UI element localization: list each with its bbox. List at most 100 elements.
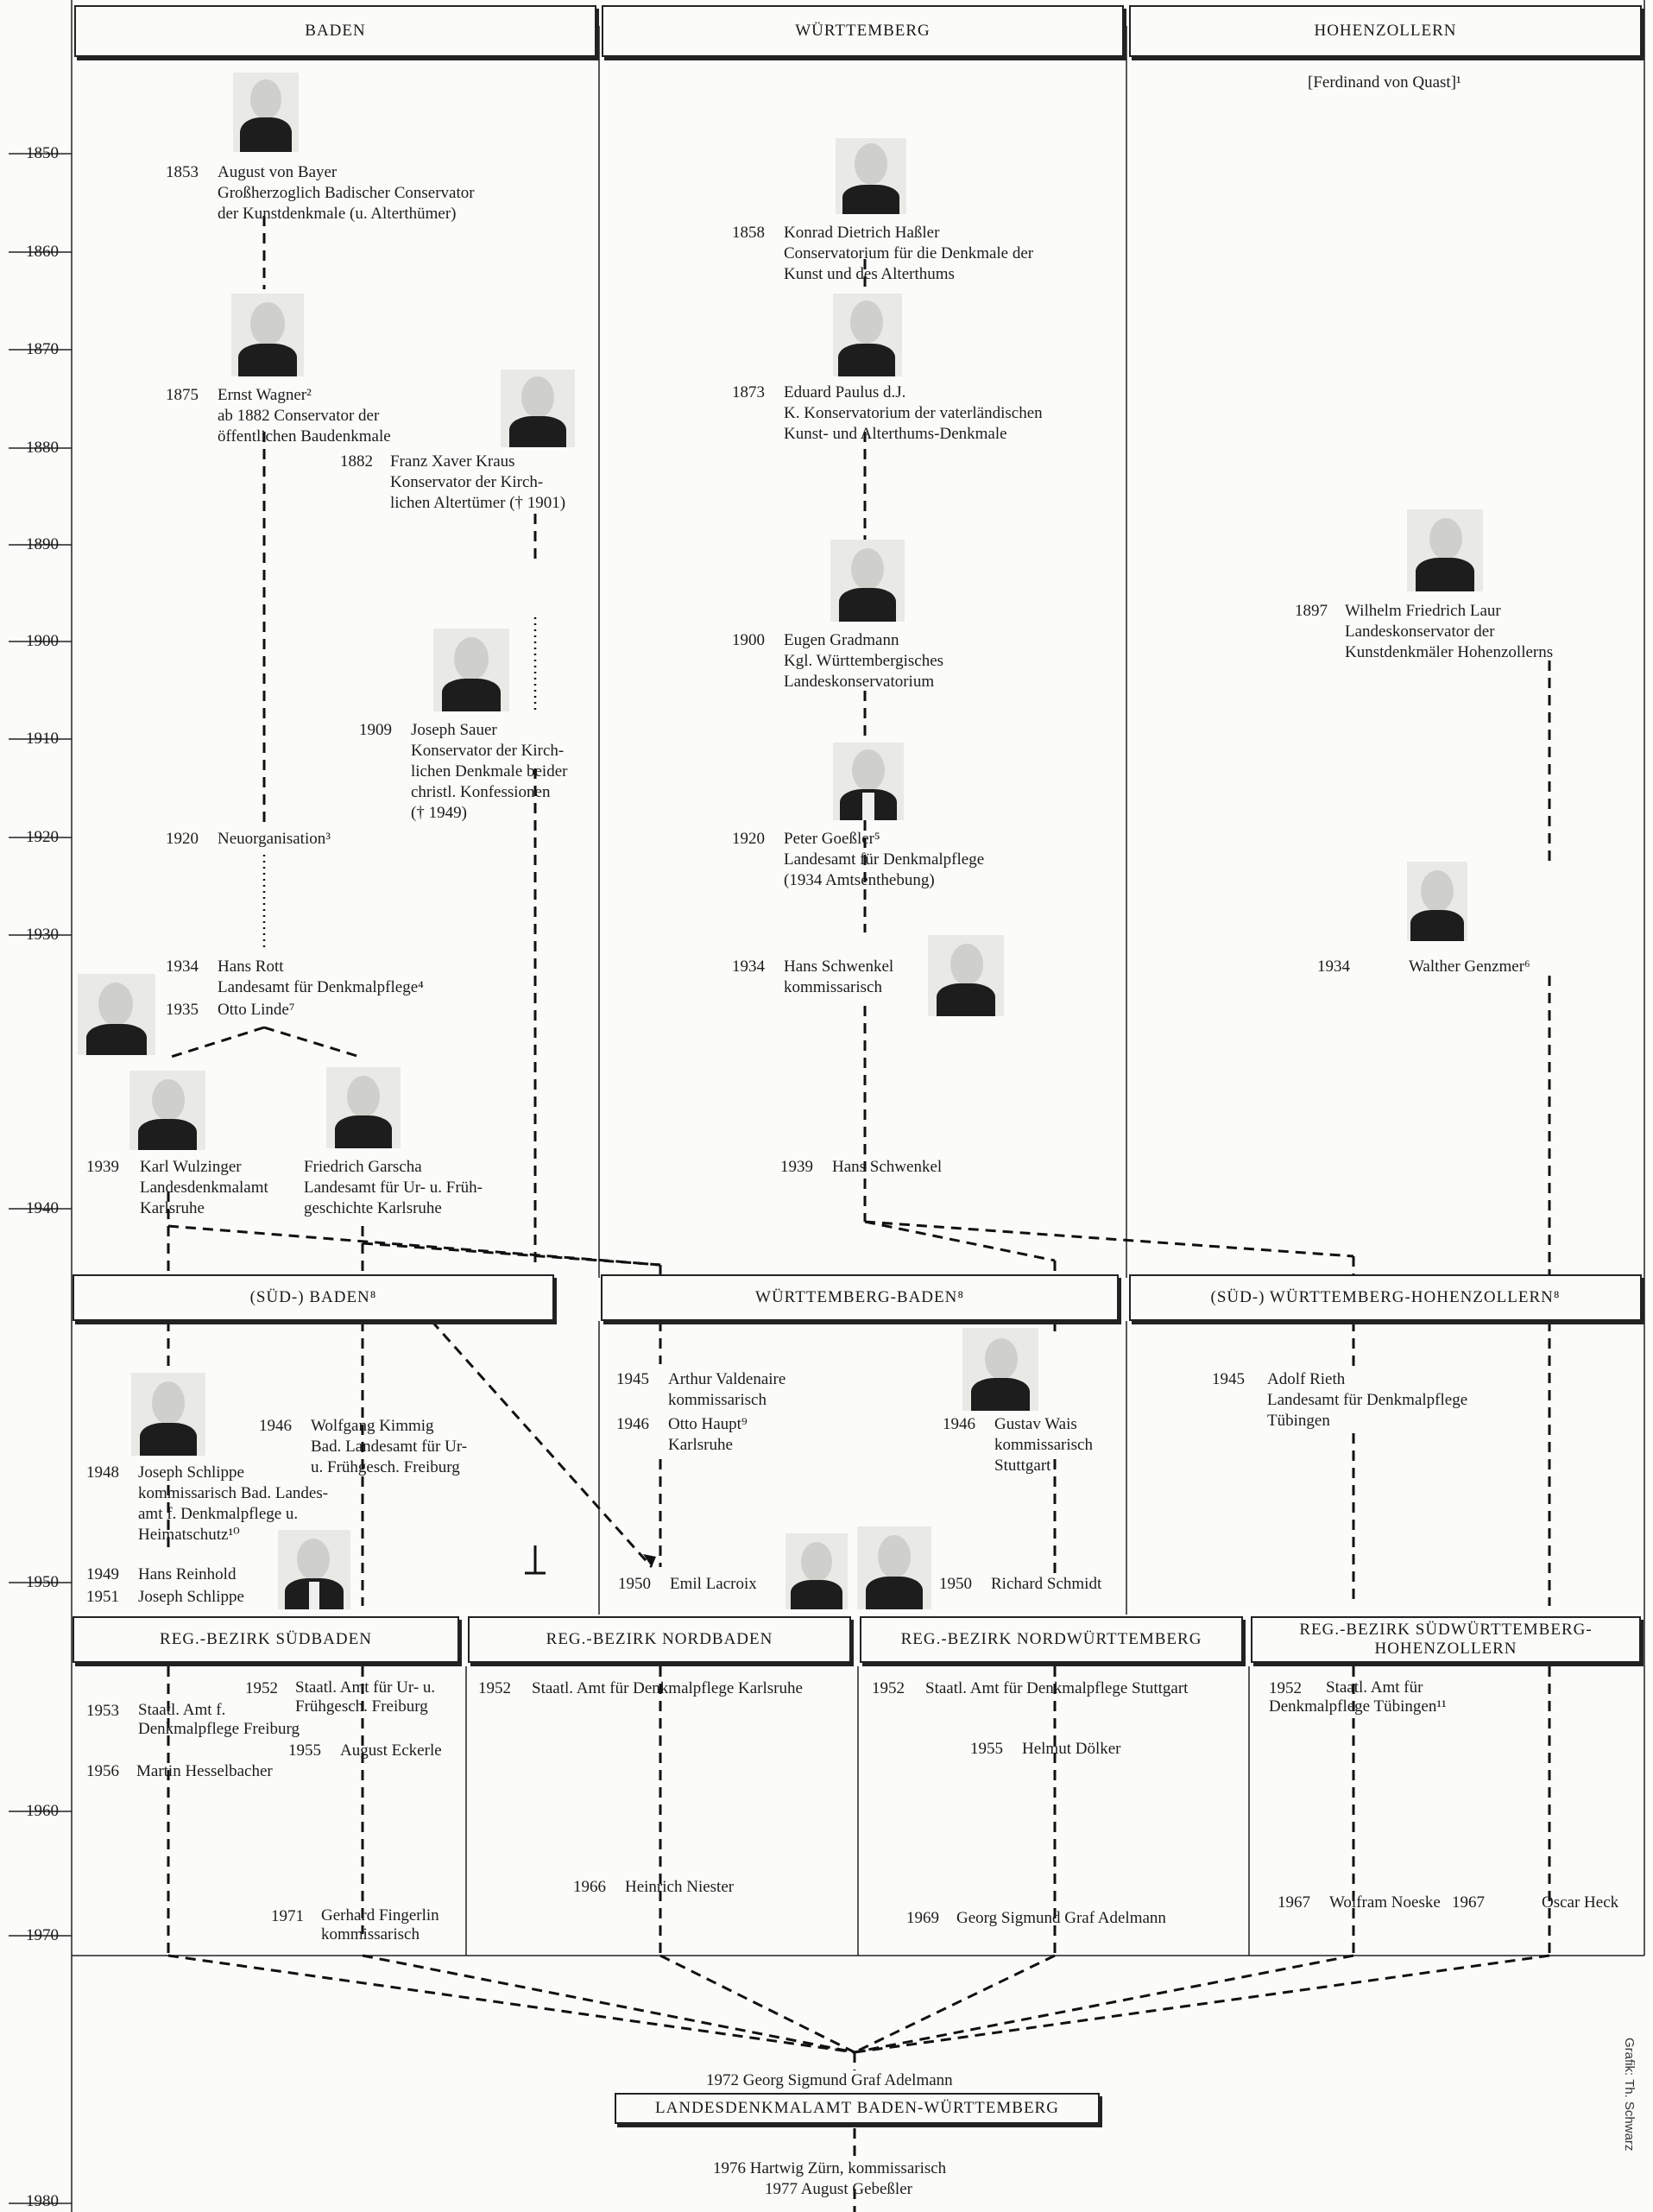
portrait-lacroix <box>785 1533 848 1609</box>
entry-fingerlin-line2: kommissarisch <box>321 1925 420 1943</box>
entry-gradmann-line2: Kgl. Württembergisches <box>784 652 944 670</box>
header-sued-baden: (SÜD-) BADEN⁸ <box>73 1274 554 1321</box>
entry-valdenaire: Arthur Valdenaire kommissarisch <box>668 1369 785 1411</box>
year-paulus: 1873 <box>732 383 765 401</box>
entry-goessler-name: Peter Goeßler⁵ <box>784 830 880 848</box>
entry-noeske: Wolfram Noeske <box>1329 1893 1441 1912</box>
year-sw-amt: 1952 <box>1269 1679 1302 1697</box>
entry-wulzinger: Karl Wulzinger Landesdenkmalamt Karlsruh… <box>140 1157 268 1219</box>
entry-rieth-line3: Tübingen <box>1267 1412 1330 1430</box>
entry-doelker: Helmut Dölker <box>1022 1740 1121 1758</box>
entry-schlippe-line3: amt f. Denkmalpflege u. <box>138 1505 299 1523</box>
portrait-garscha <box>326 1067 401 1148</box>
entry-bayer-name: August von Bayer <box>218 163 338 181</box>
axis-year-1980: 1980 <box>26 2192 59 2210</box>
entry-haupt-line2: Karlsruhe <box>668 1436 733 1454</box>
axis-year-1910: 1910 <box>26 730 59 748</box>
entry-kimmig-line2: Bad. Landesamt für Ur- <box>311 1438 468 1456</box>
entry-hassler: Konrad Dietrich Haßler Conservatorium fü… <box>784 223 1033 285</box>
entry-sb-ur-line2: Frühgesch. Freiburg <box>295 1697 428 1716</box>
year-wais: 1946 <box>943 1415 975 1433</box>
header-reg-suedbaden: REG.-BEZIRK SÜDBADEN <box>73 1616 459 1663</box>
header-hohenzollern: HOHENZOLLERN <box>1129 5 1642 57</box>
year-kimmig: 1946 <box>259 1417 292 1435</box>
entry-fingerlin: Gerhard Fingerlin kommissarisch <box>321 1906 439 1944</box>
entry-schwenkel-name: Hans Schwenkel <box>784 957 894 976</box>
entry-valdenaire-line2: kommissarisch <box>668 1391 767 1409</box>
year-nw-amt: 1952 <box>872 1679 905 1697</box>
portrait-linde <box>78 974 155 1055</box>
entry-quast: [Ferdinand von Quast]¹ <box>1308 73 1461 92</box>
year-eckerle: 1955 <box>288 1741 321 1760</box>
entry-sw-amt-line2: Denkmalpflege Tübingen¹¹ <box>1269 1697 1447 1716</box>
entry-valdenaire-name: Arthur Valdenaire <box>668 1370 786 1388</box>
year-kraus: 1882 <box>340 452 373 471</box>
entry-wais-line2: kommissarisch <box>994 1436 1093 1454</box>
portrait-kraus <box>501 370 575 447</box>
entry-laur-name: Wilhelm Friedrich Laur <box>1345 602 1501 620</box>
axis-year-1920: 1920 <box>26 828 59 846</box>
entry-nb-amt: Staatl. Amt für Denkmalpflege Karlsruhe <box>532 1679 803 1697</box>
portrait-hassler <box>836 138 906 214</box>
portrait-sauer <box>433 629 509 711</box>
entry-wagner: Ernst Wagner² ab 1882 Conservator der öf… <box>218 385 391 447</box>
entry-sauer: Joseph Sauer Konservator der Kirch- lich… <box>411 720 567 824</box>
year-noeske: 1967 <box>1278 1893 1310 1912</box>
axis-year-1930: 1930 <box>26 926 59 944</box>
year-fingerlin: 1971 <box>271 1907 304 1925</box>
entry-eckerle: August Eckerle <box>340 1741 442 1760</box>
entry-wulzinger-line3: Karlsruhe <box>140 1199 205 1217</box>
entry-rieth-line2: Landesamt für Denkmalpflege <box>1267 1391 1468 1409</box>
entry-bayer: August von Bayer Großherzoglich Badische… <box>218 162 475 224</box>
entry-rott: Hans Rott Landesamt für Denkmalpflege⁴ <box>218 957 424 998</box>
year-neuorganisation: 1920 <box>166 830 199 848</box>
portrait-paulus <box>833 294 902 376</box>
portrait-genzmer <box>1407 862 1467 941</box>
portrait-bayer <box>233 73 299 152</box>
entry-kraus-line3: lichen Altertümer († 1901) <box>390 494 566 512</box>
axis-year-1870: 1870 <box>26 340 59 358</box>
entry-gradmann: Eugen Gradmann Kgl. Württembergisches La… <box>784 630 943 692</box>
header-sued-wuerttemberg-hohenzollern: (SÜD-) WÜRTTEMBERG-HOHENZOLLERN⁸ <box>1129 1274 1642 1321</box>
entry-garscha: Friedrich Garscha Landesamt für Ur- u. F… <box>304 1157 483 1219</box>
year-rott: 1934 <box>166 957 199 976</box>
entry-wais-line3: Stuttgart <box>994 1457 1051 1475</box>
entry-goessler: Peter Goeßler⁵ Landesamt für Denkmalpfle… <box>784 829 984 891</box>
year-schwenkel-1939: 1939 <box>780 1158 813 1176</box>
entry-kraus-line2: Konservator der Kirch- <box>390 473 544 491</box>
entry-gebessler: 1977 August Gebeßler <box>765 2180 912 2198</box>
axis-year-1940: 1940 <box>26 1199 59 1217</box>
entry-laur: Wilhelm Friedrich Laur Landeskonservator… <box>1345 601 1553 663</box>
entry-bayer-line3: der Kunstdenkmale (u. Alterthümer) <box>218 205 457 223</box>
entry-wagner-name: Ernst Wagner² <box>218 386 312 404</box>
year-wulzinger: 1939 <box>86 1158 119 1176</box>
year-hesselbacher: 1956 <box>86 1762 119 1780</box>
graphic-credit: Grafik: Th. Schwarz <box>1622 2038 1637 2152</box>
year-schlippe-1951: 1951 <box>86 1588 119 1606</box>
entry-sauer-line3: lichen Denkmale beider <box>411 762 568 781</box>
portrait-reinhold <box>278 1530 350 1609</box>
portrait-schwenkel <box>928 935 1004 1016</box>
entry-paulus-name: Eduard Paulus d.J. <box>784 383 906 401</box>
axis-year-1860: 1860 <box>26 243 59 261</box>
entry-wagner-line2: ab 1882 Conservator der <box>218 407 380 425</box>
header-wuerttemberg: WÜRTTEMBERG <box>602 5 1124 57</box>
entry-hassler-line3: Kunst und des Alterthums <box>784 265 955 283</box>
entry-wais: Gustav Wais kommissarisch Stuttgart <box>994 1414 1093 1476</box>
entry-hassler-line2: Conservatorium für die Denkmale der <box>784 244 1034 262</box>
axis-year-1950: 1950 <box>26 1573 59 1591</box>
entry-garscha-line3: geschichte Karlsruhe <box>304 1199 442 1217</box>
axis-year-1970: 1970 <box>26 1926 59 1944</box>
year-lacroix: 1950 <box>618 1575 651 1593</box>
entry-sw-amt: Staatl. Amt für Denkmalpflege Tübingen¹¹ <box>1269 1678 1447 1716</box>
entry-sauer-name: Joseph Sauer <box>411 721 497 739</box>
entry-lacroix: Emil Lacroix <box>670 1575 757 1593</box>
year-adelmann: 1969 <box>906 1909 939 1927</box>
year-gradmann: 1900 <box>732 631 765 649</box>
year-linde: 1935 <box>166 1001 199 1019</box>
year-schlippe: 1948 <box>86 1463 119 1482</box>
entry-nw-amt: Staatl. Amt für Denkmalpflege Stuttgart <box>925 1679 1189 1697</box>
year-laur: 1897 <box>1295 602 1328 620</box>
entry-schwenkel-1939: Hans Schwenkel <box>832 1158 943 1176</box>
